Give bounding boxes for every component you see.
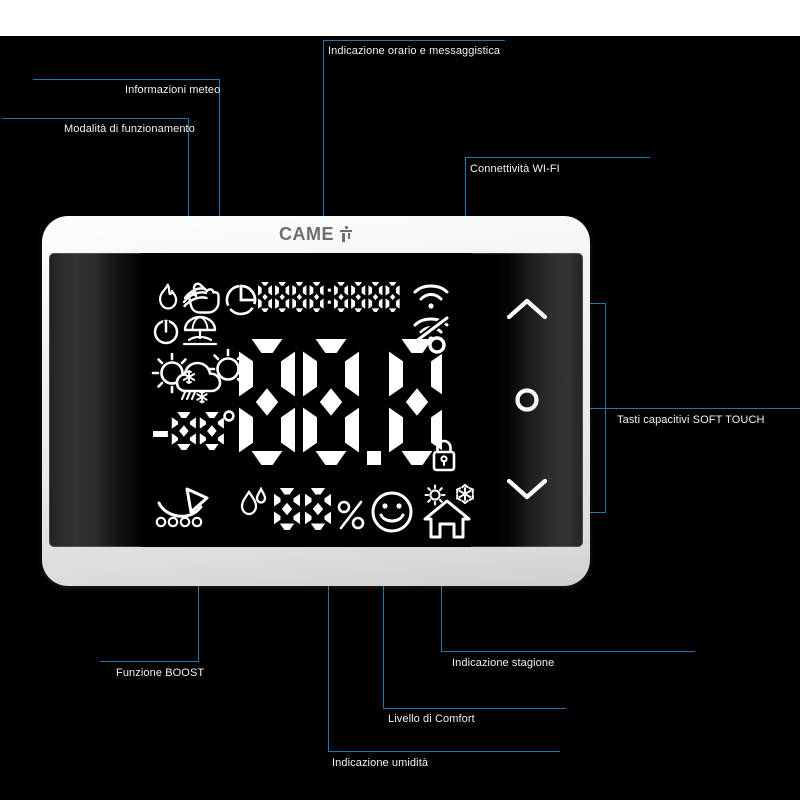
percent-symbol (337, 500, 365, 530)
humidity-display (272, 486, 338, 537)
callout-line-wifi-h (465, 157, 650, 158)
callout-line-comfort-v (383, 524, 384, 709)
house-outline-icon (423, 499, 471, 539)
humidity-digits (274, 488, 331, 530)
down-chevron-key[interactable] (471, 465, 583, 511)
callout-line-boost-h (100, 661, 199, 662)
callout-line-orario-h (323, 40, 505, 41)
callout-line-orario-v (323, 40, 324, 283)
flame-icon (158, 283, 178, 310)
came-logo-mark-icon (339, 226, 353, 243)
callout-label-orario: Indicazione orario e messaggistica (328, 45, 501, 57)
main-temp-digits (239, 339, 445, 465)
clock-display (257, 279, 407, 322)
main-temperature (237, 337, 445, 477)
callout-line-umidita-v (328, 520, 329, 752)
callout-label-meteo: Informazioni meteo (125, 84, 221, 96)
thermostat-device: CAME (42, 216, 590, 586)
lcd-screen (141, 253, 474, 547)
callout-line-boost-v (198, 528, 199, 662)
main-degree-symbol (428, 336, 446, 354)
wifi-icon (413, 284, 449, 309)
padlock-icon (432, 439, 456, 472)
water-drops-icon (240, 487, 267, 516)
callout-line-stagione-h (441, 651, 695, 652)
boost-arrow-icon (155, 487, 209, 528)
callout-line-modalita-v (188, 118, 189, 283)
beach-umbrella-holiday-icon (182, 315, 218, 346)
callout-label-umidita: Indicazione umidità (332, 757, 429, 769)
callout-line-soft-mid (516, 408, 800, 409)
outdoor-temperature (151, 408, 243, 461)
callout-label-boost: Funzione BOOST (116, 667, 205, 679)
power-standby-icon (153, 319, 179, 345)
device-glass (49, 253, 583, 547)
hand-manual-icon (182, 282, 220, 314)
circle-key[interactable] (471, 377, 583, 423)
callout-line-soft-v (605, 303, 606, 513)
callout-line-meteo-h (33, 79, 220, 80)
snowflake-icon (456, 483, 474, 505)
cloud-snow-rain-icon (175, 361, 222, 404)
came-logo-text: CAME (279, 224, 334, 244)
boost-dots (155, 516, 203, 528)
brand-bar: CAME (42, 216, 590, 253)
callout-line-umidita-h (328, 751, 560, 752)
soft-touch-panel (471, 253, 583, 547)
callout-line-modalita-h (2, 118, 189, 119)
callout-line-stagione-v (441, 520, 442, 652)
callout-label-stagione: Indicazione stagione (452, 657, 555, 669)
up-chevron-key[interactable] (471, 289, 583, 335)
callout-label-modalita: Modalità di funzionamento (64, 123, 195, 135)
outdoor-temp-digits (153, 410, 235, 450)
house-season-icon (423, 483, 474, 539)
callout-label-wifi: Connettività WI-FI (470, 163, 560, 175)
smiley-face-icon (371, 491, 413, 533)
callout-label-comfort: Livello di Comfort (388, 713, 475, 725)
callout-line-comfort-h (383, 708, 566, 709)
clock-icon (225, 284, 257, 316)
clock-digits (258, 282, 400, 312)
callout-label-softtouch: Tasti capacitivi SOFT TOUCH (617, 414, 765, 426)
lcd-top-row (153, 282, 452, 347)
sun-small-icon (424, 484, 446, 506)
